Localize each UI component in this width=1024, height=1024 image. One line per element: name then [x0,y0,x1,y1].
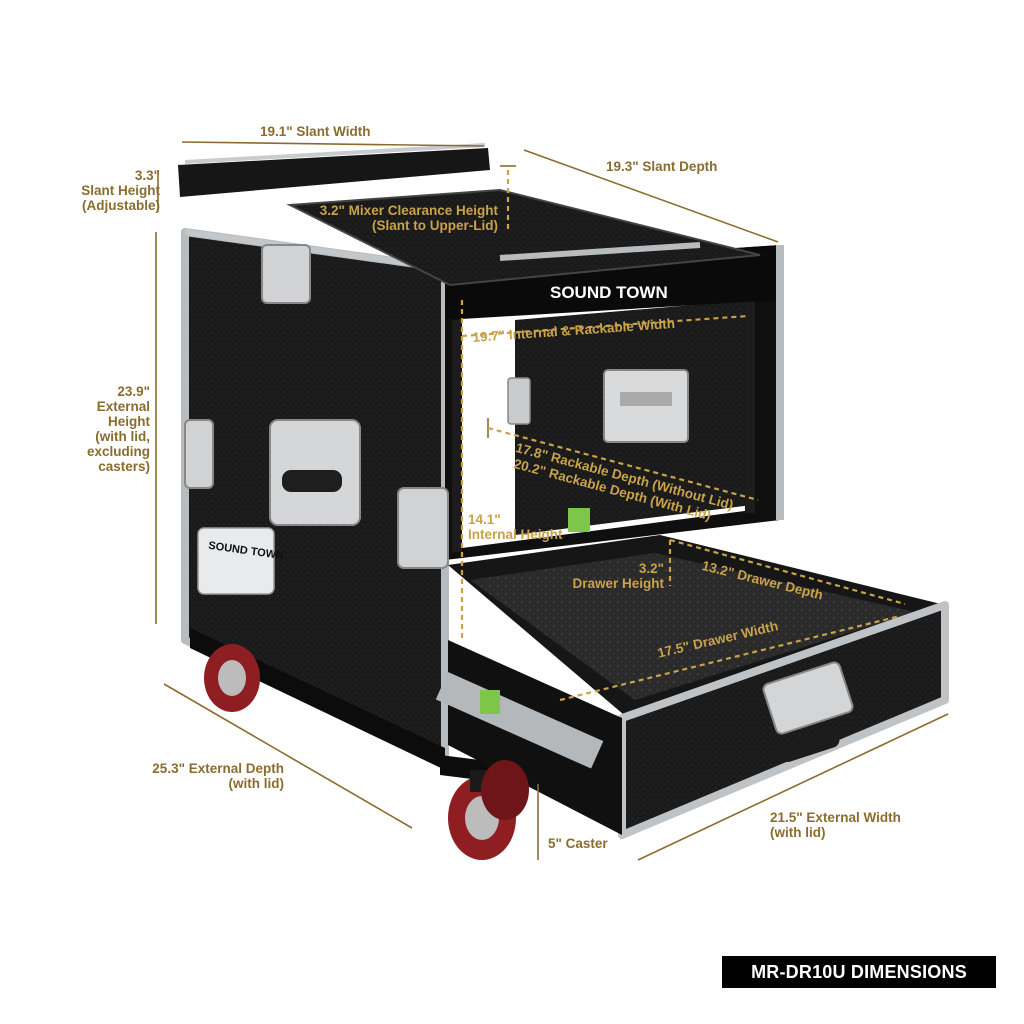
label-slant-depth: 19.3" Slant Depth [606,159,718,174]
dimension-lines [155,141,949,861]
label-internal-height: 14.1" Internal Height [468,512,563,542]
label-mixer-clearance: 3.2" Mixer Clearance Height (Slant to Up… [319,203,498,233]
drawer-foam [470,553,915,700]
road-case [178,143,784,800]
brand-plate [197,527,275,595]
rack-rail-left [452,288,462,552]
rack-rail-right [745,268,755,513]
caster-wheel-mid [481,760,529,820]
label-slant-height: 3.3" Slant Height (Adjustable) [81,168,160,213]
side-latch-small [507,377,531,425]
brand-logo-front: SOUND TOWN [550,283,668,302]
label-external-height: 23.9" External Height (with lid, excludi… [86,384,150,474]
latch-side [397,487,449,569]
top-bar [178,148,490,197]
handle-grip [282,470,342,492]
dashed-dimension-lines [460,170,906,702]
label-external-depth: 25.3" External Depth (with lid) [152,761,284,791]
drawer-rail [435,671,604,769]
rear-mount-handle [620,392,672,406]
label-external-width: 21.5" External Width (with lid) [770,810,901,840]
casters [204,644,529,860]
latch-left [184,419,214,489]
slant-top [286,188,761,287]
rail-clip-rear [568,508,590,532]
label-drawer-height: 3.2" Drawer Height [572,561,664,591]
product-dimensions-tag: MR-DR10U DIMENSIONS [722,956,996,988]
rail-clip-front [480,690,500,714]
label-slant-width: 19.1" Slant Width [260,124,371,139]
latch-upper [261,244,311,304]
label-caster: 5" Caster [548,836,608,851]
drawer-handle [778,727,840,763]
drawer-latch [762,661,854,735]
